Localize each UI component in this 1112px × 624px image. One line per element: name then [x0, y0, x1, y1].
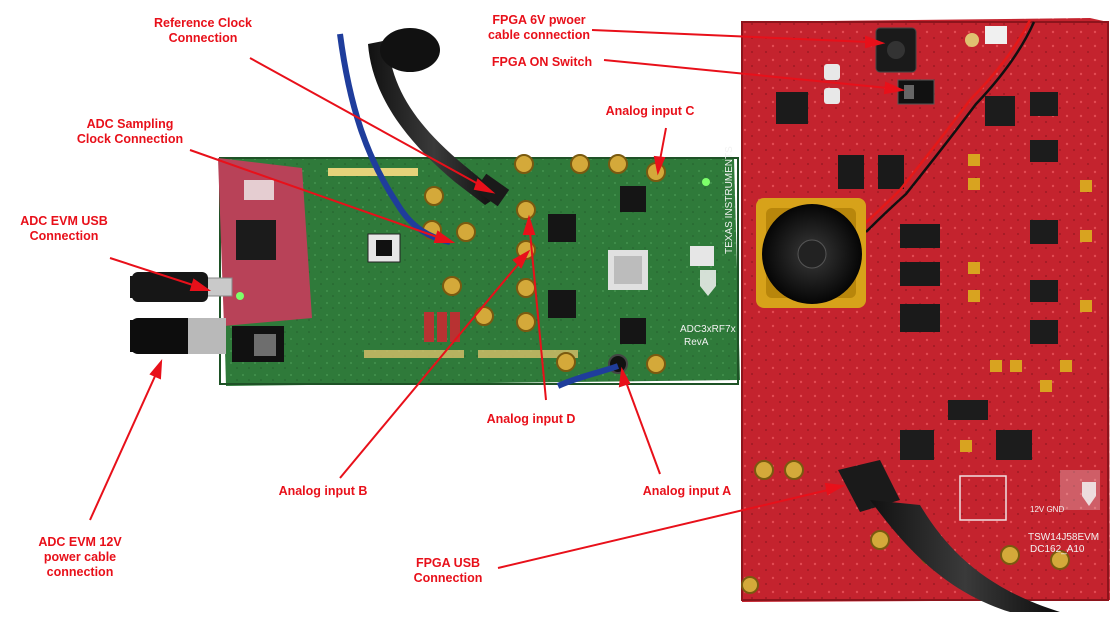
label-adc-power: ADC EVM 12V power cable connection: [38, 535, 122, 579]
arrow-head: [653, 155, 666, 176]
fpga-board: TSW14J58EVM DC162_A10 12V GND: [741, 18, 1110, 612]
label-reference-clock: Reference Clock Connection: [154, 16, 252, 45]
label-analog-c: Analog input C: [605, 104, 695, 118]
adc-board: TEXAS INSTRUMENTS ADC3xRF7x RevA: [130, 146, 740, 386]
label-fpga-switch: FPGA ON Switch: [491, 55, 593, 69]
ti-brand: TEXAS INSTRUMENTS: [724, 146, 735, 254]
fpga-board-name: TSW14J58EVM: [1028, 532, 1099, 543]
arrow-head: [149, 359, 163, 380]
label-analog-d: Analog input D: [486, 412, 576, 426]
fpga-board-code: DC162_A10: [1030, 544, 1085, 555]
arrow-head: [618, 366, 631, 388]
fpga-power-label: 12V GND: [1030, 505, 1064, 514]
arrow-head: [189, 278, 212, 291]
arrow-head: [883, 81, 906, 95]
arrow-head: [433, 230, 456, 243]
arrow-head: [512, 249, 531, 269]
arrow-head: [865, 35, 886, 49]
label-adc-sampling-clock: ADC Sampling Clock Connection: [76, 117, 184, 146]
arrow-head: [824, 482, 846, 496]
arrow-head: [522, 214, 536, 235]
label-analog-a: Analog input A: [642, 484, 732, 498]
adc-board-name: ADC3xRF7x: [680, 324, 736, 335]
arrow-head: [473, 178, 496, 194]
label-analog-b: Analog input B: [278, 484, 368, 498]
annotation-arrows: [89, 29, 906, 569]
label-fpga-usb: FPGA USB Connection: [413, 556, 483, 585]
adc-board-rev: RevA: [684, 337, 709, 348]
label-fpga-power: FPGA 6V pwoer cable connection: [487, 13, 591, 42]
label-adc-usb: ADC EVM USB Connection: [20, 214, 108, 243]
